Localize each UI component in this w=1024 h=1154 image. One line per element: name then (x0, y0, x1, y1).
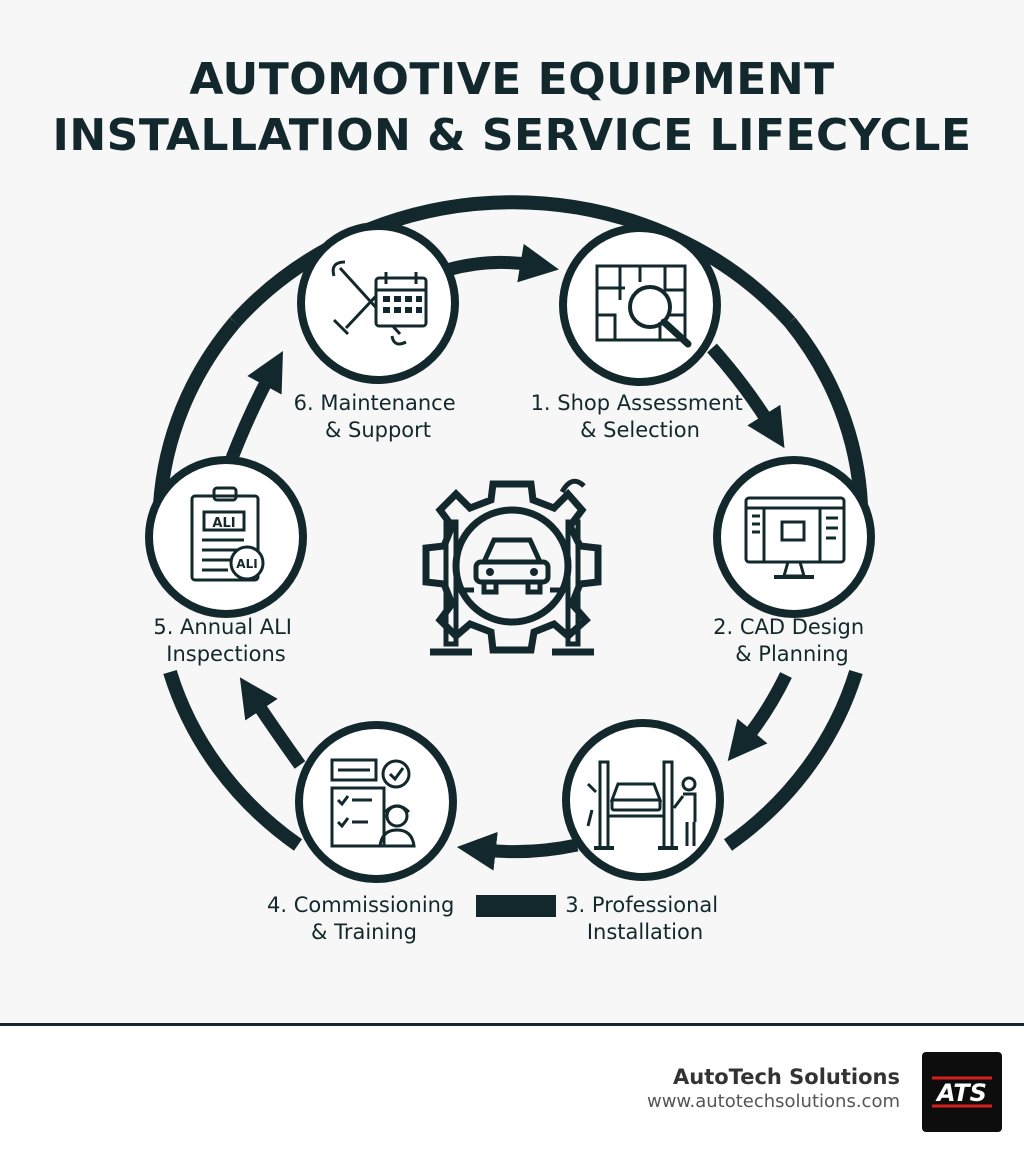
step-3-label: 3. Professional Installation (565, 893, 725, 944)
step-4-label: 4. Commissioning & Training (267, 893, 461, 944)
brand-block: AutoTech Solutions www.autotechsolutions… (647, 1064, 900, 1114)
step-2-node (713, 456, 875, 618)
step-5-label-line1: 5. Annual ALI (153, 615, 292, 639)
step-4-node (295, 721, 457, 883)
step-5-label-line2: Inspections (166, 642, 285, 666)
outer-ring (153, 195, 868, 851)
title-line-2: INSTALLATION & SERVICE LIFECYCLE (52, 110, 972, 161)
step-6-node (297, 222, 459, 384)
step-5-node: ALI ALI (145, 456, 307, 618)
step-4-label-line2: & Training (311, 920, 417, 944)
step-1-node (559, 224, 721, 386)
arrow-5-to-6 (225, 350, 283, 461)
step-1-label-line1: 1. Shop Assessment (531, 391, 743, 415)
step-3-label-line2: Installation (587, 920, 703, 944)
ali-clipboard-icon (190, 486, 265, 582)
step-2-label-line2: & Planning (735, 642, 849, 666)
step-3-label-line1: 3. Professional (565, 893, 718, 917)
step-6-label-line2: & Support (325, 418, 431, 442)
title-line-1: AUTOMOTIVE EQUIPMENT (189, 54, 835, 105)
step-6-label: 6. Maintenance & Support (294, 391, 463, 442)
arrow-3-to-4 (456, 831, 579, 871)
step-2-label: 2. CAD Design & Planning (713, 615, 871, 666)
arrow-6-to-1 (445, 243, 559, 283)
step-1-label: 1. Shop Assessment & Selection (531, 391, 750, 442)
arrow-2-to-3 (727, 672, 792, 762)
arrow-1-to-2 (707, 343, 785, 449)
car-lift-technician-icon (586, 760, 697, 850)
wrench-calendar-icon (331, 260, 428, 346)
step-6-label-line1: 6. Maintenance (294, 391, 456, 415)
lifecycle-diagram: ALI ALI (145, 195, 875, 944)
logo-text: ATS (935, 1079, 987, 1107)
arrow-4-to-5 (239, 677, 306, 769)
step-2-label-line1: 2. CAD Design (713, 615, 864, 639)
bottom-ring-bar (476, 895, 556, 917)
company-name: AutoTech Solutions (673, 1065, 900, 1089)
company-url[interactable]: www.autotechsolutions.com (646, 1091, 900, 1112)
ali-label-box: ALI (212, 516, 235, 531)
step-3-node (562, 719, 724, 881)
floorplan-magnifier-icon (595, 264, 692, 348)
footer-divider (0, 1023, 1024, 1026)
step-4-label-line1: 4. Commissioning (267, 893, 454, 917)
gear-car-lift-icon (422, 478, 602, 656)
step-1-label-line2: & Selection (580, 418, 700, 442)
page-title: AUTOMOTIVE EQUIPMENT INSTALLATION & SERV… (0, 52, 1024, 164)
step-5-label: 5. Annual ALI Inspections (153, 615, 298, 666)
company-logo: ATS (922, 1052, 1002, 1132)
flow-arrows (225, 243, 792, 871)
footer (0, 1026, 1024, 1154)
checklist-trainer-icon (330, 758, 416, 848)
ali-label-seal: ALI (236, 557, 257, 571)
cad-monitor-icon (744, 496, 846, 579)
